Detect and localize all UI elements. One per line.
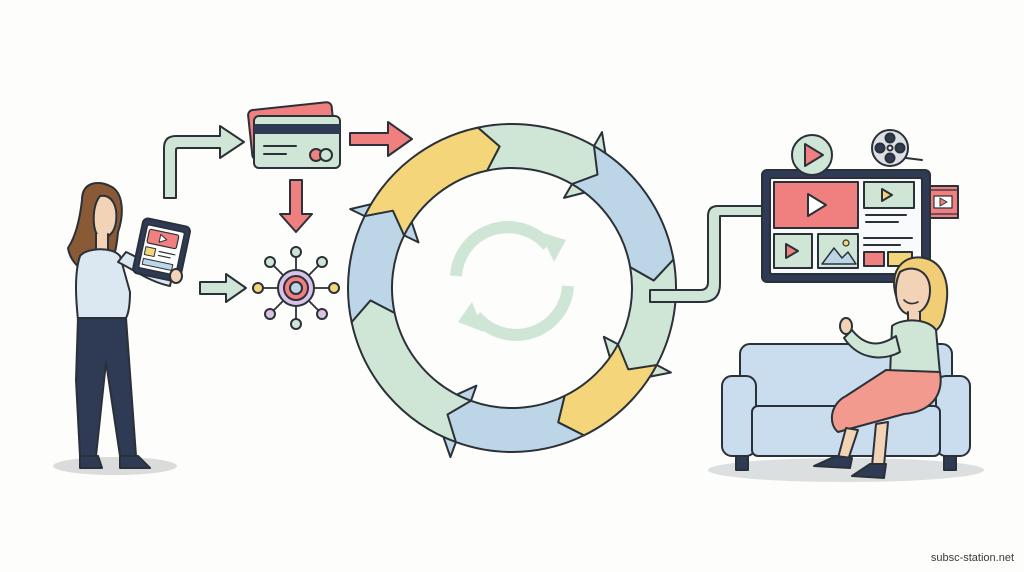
- shoe-left: [79, 455, 103, 469]
- sweater: [889, 319, 941, 377]
- play-circle-icon: [791, 134, 833, 176]
- arrow-card-to-hub: [279, 179, 313, 233]
- arrow-to-card: [163, 125, 245, 199]
- ground-shadow-right: [708, 458, 984, 482]
- face: [92, 194, 118, 239]
- ground-shadow-left: [53, 457, 177, 475]
- hand: [169, 268, 183, 284]
- credit-card-icon: [247, 101, 341, 169]
- person-on-sofa: [813, 256, 949, 479]
- arrow-card-to-cycle: [349, 121, 413, 157]
- shoe-right: [851, 463, 887, 479]
- shoe-left: [813, 455, 853, 469]
- person-with-tablet: [53, 182, 191, 475]
- film-strip-icon: [929, 185, 959, 219]
- film-reel-icon: [871, 129, 923, 167]
- cycle-ring: [347, 123, 677, 459]
- arrow-cycle-to-tv: [649, 205, 765, 303]
- shoe-right: [119, 455, 151, 469]
- tablet: [132, 217, 191, 283]
- skirt: [830, 369, 942, 433]
- cycle-segment-8: [363, 126, 501, 237]
- network-hub-icon: [252, 246, 340, 330]
- hand: [839, 317, 853, 335]
- refresh-icon: [450, 221, 574, 341]
- watermark: subsc-station.net: [930, 552, 1014, 564]
- arrow-person-to-hub: [199, 273, 247, 303]
- blouse: [75, 248, 131, 321]
- face: [894, 267, 931, 316]
- arm: [843, 329, 901, 359]
- trousers: [75, 317, 137, 457]
